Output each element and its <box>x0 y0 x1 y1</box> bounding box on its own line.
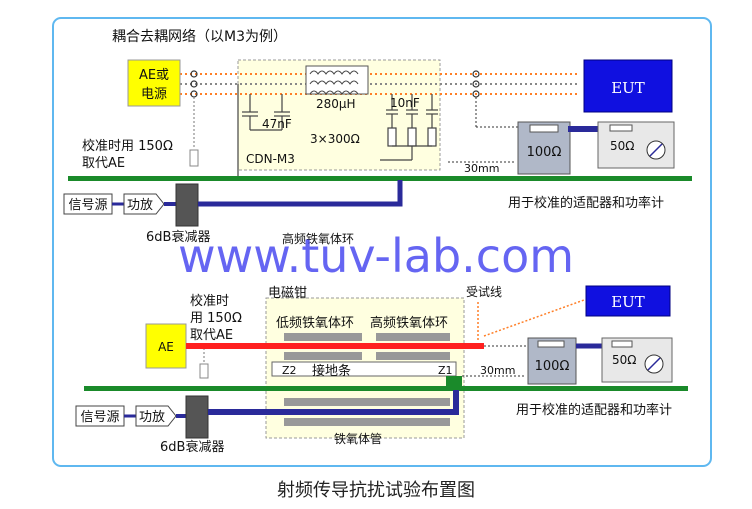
top-dist: 30mm <box>464 162 499 175</box>
bot-meter-needle <box>647 357 661 371</box>
bot-meter-resistor <box>611 340 633 348</box>
top-adapter-label: 用于校准的适配器和功率计 <box>508 195 664 211</box>
bot-low-ferrite: 低频铁氧体环 <box>276 316 354 331</box>
inductor-box <box>305 65 369 95</box>
wire-label: 受试线 <box>466 284 502 299</box>
top-coax <box>198 180 403 207</box>
caption: 射频传导抗扰试验布置图 <box>277 480 475 501</box>
bot-ferrite-tube: 铁氧体管 <box>334 431 382 446</box>
bot-amp-box <box>135 405 177 427</box>
inductor-label: 280μH <box>316 97 356 111</box>
clamp-label: 电磁钳 <box>268 286 307 301</box>
bot-z2: Z2 <box>282 364 297 377</box>
top-ae-line2: 电源 <box>141 87 167 102</box>
cap-right-label: 10nF <box>390 96 420 110</box>
top-heading: 耦合去耦网络（以M3为例） <box>112 29 287 45</box>
bot-r50: 50Ω <box>612 353 636 367</box>
bot-atten: 6dB衰减器 <box>160 439 224 455</box>
top-ferrite-ring: 高频铁氧体环 <box>282 231 354 246</box>
bot-amp: 功放 <box>139 410 165 425</box>
top-signal: 信号源 <box>68 198 107 213</box>
coupling-symbols-left <box>190 70 480 98</box>
inductor-coils <box>309 70 359 95</box>
bot-high-ferrite: 高频铁氧体环 <box>370 315 448 331</box>
top-eut-label: EUT <box>611 79 645 97</box>
bot-ground-plane <box>84 386 688 391</box>
top-atten-box <box>175 183 199 227</box>
bot-eut-label: EUT <box>611 293 645 311</box>
top-atten: 6dB衰减器 <box>146 229 210 245</box>
top-r100: 100Ω <box>527 145 562 160</box>
top-meter-resistor <box>609 124 633 132</box>
ferrite-tube-bar-1 <box>284 398 450 406</box>
bot-signal: 信号源 <box>80 410 119 425</box>
top-r50: 50Ω <box>610 139 634 153</box>
resistor-label: 3×300Ω <box>310 132 360 146</box>
top-cal-resistor <box>189 149 199 167</box>
ferrite-bar-mid-right <box>376 352 450 360</box>
bot-cal-line2: 用 150Ω <box>190 311 242 326</box>
bot-adapter-label: 用于校准的适配器和功率计 <box>516 402 672 418</box>
top-cal-line2: 取代AE <box>82 156 125 171</box>
bot-eut <box>585 285 671 317</box>
bot-cal-resistor <box>199 363 209 379</box>
bot-ae: AE <box>158 340 174 354</box>
bot-z1: Z1 <box>438 364 453 377</box>
top-meter-needle <box>649 143 663 157</box>
top-ground-plane <box>68 176 692 181</box>
bot-adapter-resistor <box>537 340 565 348</box>
outer-frame <box>52 17 712 467</box>
top-ae-line1: AE或 <box>139 68 169 83</box>
top-adapter-resistor <box>529 124 559 133</box>
cdn-label: CDN-M3 <box>246 152 295 166</box>
bot-ae-box <box>145 323 187 369</box>
ferrite-tube-bar-2 <box>284 418 450 426</box>
top-cal-line1: 校准时用 150Ω <box>82 138 173 154</box>
bot-cal-line3: 取代AE <box>190 328 233 343</box>
bot-ground-strip: 接地条 <box>312 363 351 379</box>
ferrite-label-band <box>280 312 456 330</box>
bot-z1-connector <box>446 376 462 390</box>
bot-meter-box <box>601 337 673 383</box>
ferrite-bar-top-left <box>284 333 362 341</box>
bot-cal-line1: 校准时 <box>190 293 229 309</box>
bot-atten-box <box>185 395 209 439</box>
top-ae-box <box>127 59 181 107</box>
bot-r100: 100Ω <box>535 359 570 374</box>
cap-left-group <box>242 94 290 131</box>
top-amp-box <box>123 193 165 215</box>
watermark: www.tuv-lab.com <box>178 229 574 283</box>
cap-left-label: 47nF <box>262 117 292 131</box>
top-eut <box>583 59 673 113</box>
top-amp: 功放 <box>127 198 153 213</box>
ground-strip-box <box>271 361 457 377</box>
bot-dist: 30mm <box>480 364 515 377</box>
ferrite-bar-top-right <box>376 333 450 341</box>
ferrite-bar-mid-left <box>284 352 362 360</box>
cap-right-group <box>380 94 438 161</box>
test-wire-eut-link <box>483 299 585 337</box>
